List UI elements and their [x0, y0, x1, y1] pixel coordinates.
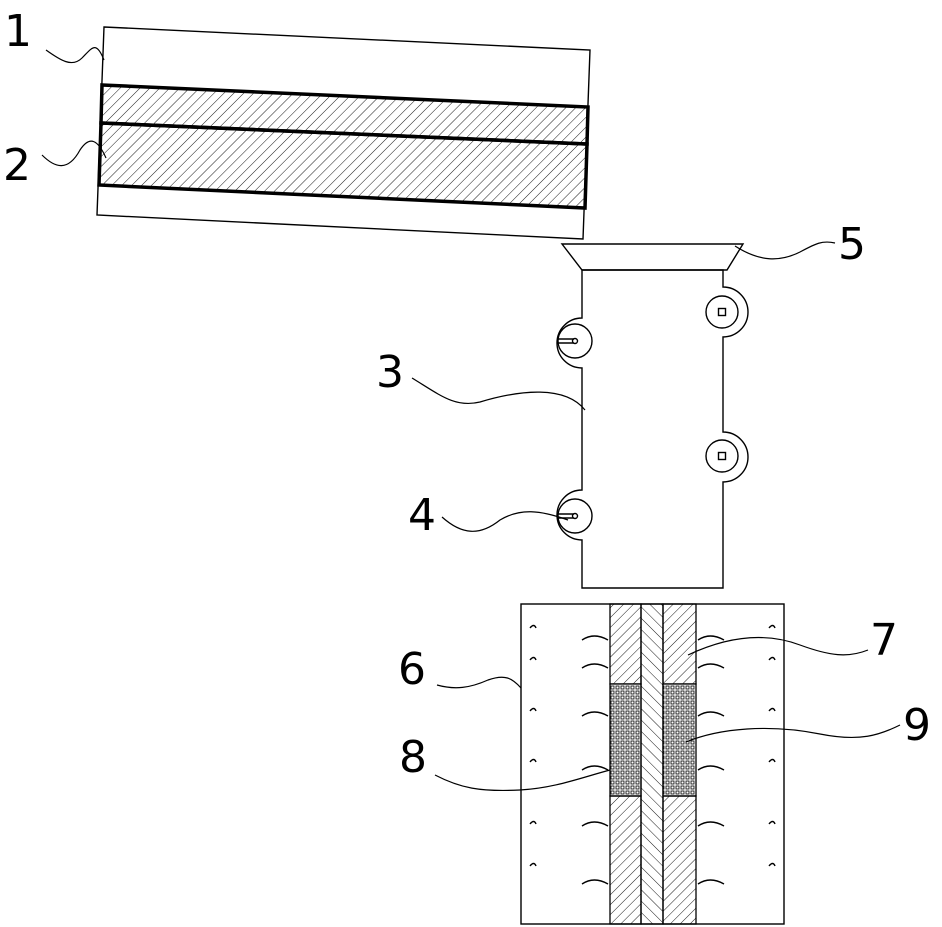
- right-strip-bottom: [663, 796, 696, 924]
- left-strip-bottom: [610, 796, 641, 924]
- lug-left-lower: [557, 499, 592, 533]
- leader-4: [442, 512, 568, 532]
- leader-1: [46, 48, 104, 63]
- label-3: 3: [376, 347, 404, 398]
- centre-strip: [641, 604, 663, 924]
- tilted-plate: [97, 27, 590, 239]
- leader-6: [437, 677, 521, 688]
- lug-right-upper: [706, 296, 738, 328]
- label-2: 2: [3, 140, 31, 191]
- leader-8: [435, 770, 610, 790]
- middle-body: [557, 244, 748, 588]
- label-7: 7: [870, 615, 898, 666]
- right-strip-top: [663, 604, 696, 684]
- lug-left-upper: [557, 324, 592, 358]
- label-8: 8: [399, 732, 427, 783]
- leader-7: [688, 638, 868, 655]
- label-9: 9: [903, 700, 931, 751]
- body-outline: [557, 270, 748, 588]
- label-5: 5: [838, 219, 866, 270]
- leader-3: [412, 378, 585, 410]
- lower-block: [521, 604, 784, 924]
- leader-5: [735, 242, 835, 259]
- left-strip-mesh: [610, 684, 641, 796]
- funnel-hopper: [562, 244, 743, 270]
- left-strip-top: [610, 604, 641, 684]
- leader-2: [42, 141, 106, 165]
- label-6: 6: [398, 644, 426, 695]
- lug-right-lower: [706, 440, 738, 472]
- leader-9: [686, 725, 900, 742]
- label-4: 4: [408, 490, 436, 541]
- label-1: 1: [4, 6, 32, 57]
